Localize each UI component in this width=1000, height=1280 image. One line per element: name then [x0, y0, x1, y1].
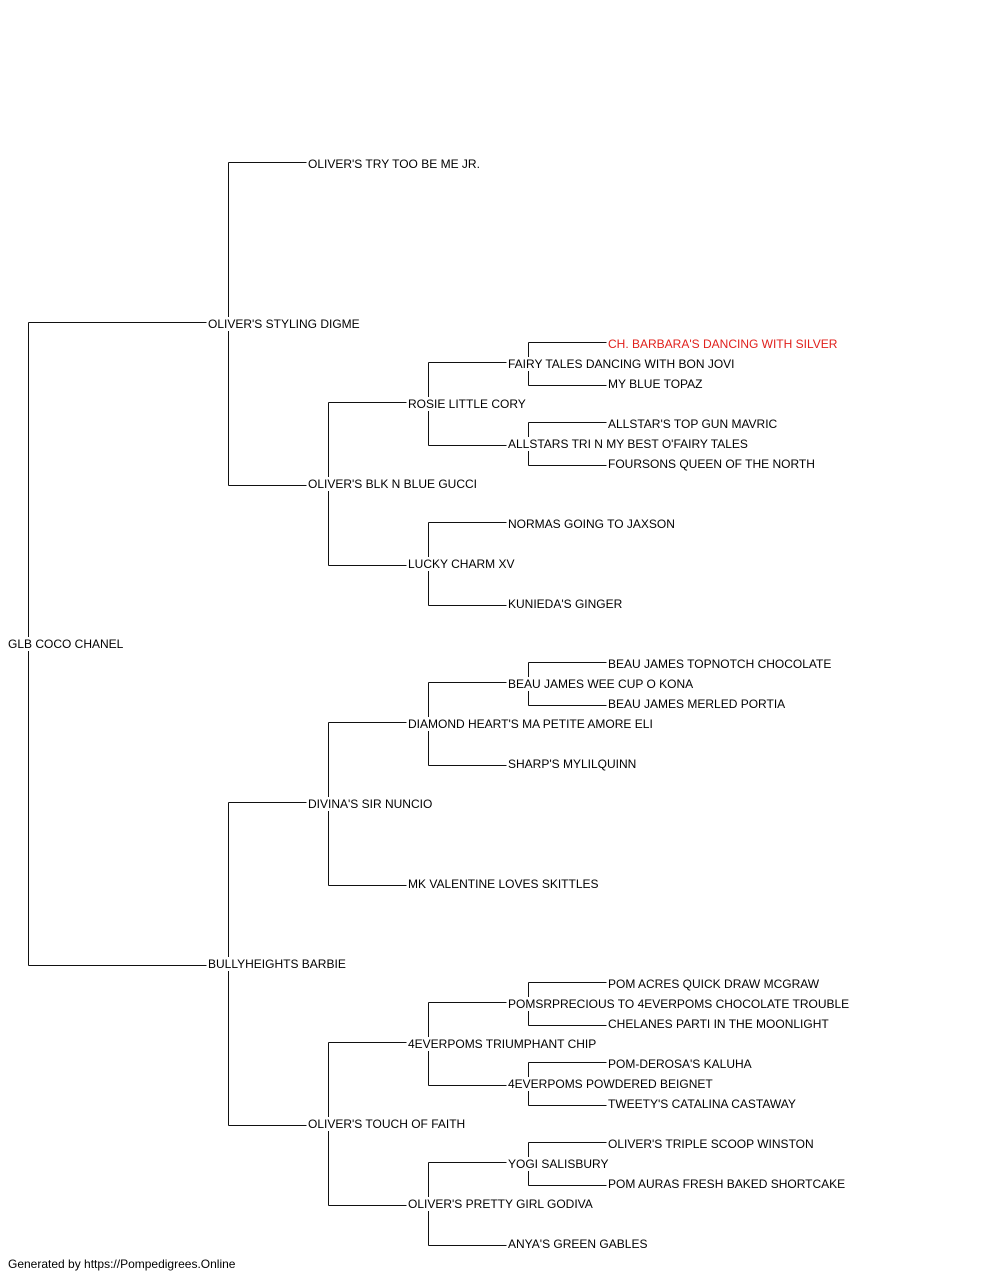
dam-sire-name: DIVINA'S SIR NUNCIO	[308, 797, 434, 811]
ancestor-name: BEAU JAMES WEE CUP O KONA	[508, 677, 695, 691]
highlighted-ancestor-name: CH. BARBARA'S DANCING WITH SILVER	[608, 337, 838, 351]
ancestor-name: NORMAS GOING TO JAXSON	[508, 517, 676, 531]
ancestor-name: POM ACRES QUICK DRAW MCGRAW	[608, 977, 821, 991]
dam-dam-dam-name: OLIVER'S PRETTY GIRL GODIVA	[408, 1197, 594, 1211]
dam-sire-sire-name: DIAMOND HEART'S MA PETITE AMORE ELI	[408, 717, 654, 731]
dam-name: BULLYHEIGHTS BARBIE	[208, 957, 347, 971]
ancestor-name: BEAU JAMES MERLED PORTIA	[608, 697, 787, 711]
subject-name: GLB COCO CHANEL	[8, 637, 125, 651]
ancestor-name: SHARP'S MYLILQUINN	[508, 757, 638, 771]
ancestor-name: FOURSONS QUEEN OF THE NORTH	[608, 457, 816, 471]
ancestor-name: FAIRY TALES DANCING WITH BON JOVI	[508, 357, 736, 371]
ancestor-name: POMSRPRECIOUS TO 4EVERPOMS CHOCOLATE TRO…	[508, 997, 851, 1011]
ancestor-name: MY BLUE TOPAZ	[608, 377, 704, 391]
sire-dam-sire-name: ROSIE LITTLE CORY	[408, 397, 527, 411]
dam-dam-sire-name: 4EVERPOMS TRIUMPHANT CHIP	[408, 1037, 598, 1051]
ancestor-name: YOGI SALISBURY	[508, 1157, 610, 1171]
ancestor-name: 4EVERPOMS POWDERED BEIGNET	[508, 1077, 714, 1091]
sire-sire-name: OLIVER'S TRY TOO BE ME JR.	[308, 157, 481, 171]
dam-sire-dam-name: MK VALENTINE LOVES SKITTLES	[408, 877, 600, 891]
ancestor-name: BEAU JAMES TOPNOTCH CHOCOLATE	[608, 657, 833, 671]
sire-dam-name: OLIVER'S BLK N BLUE GUCCI	[308, 477, 479, 491]
sire-dam-dam-name: LUCKY CHARM XV	[408, 557, 516, 571]
sire-name: OLIVER'S STYLING DIGME	[208, 317, 361, 331]
ancestor-name: POM AURAS FRESH BAKED SHORTCAKE	[608, 1177, 847, 1191]
ancestor-name: ALLSTAR'S TOP GUN MAVRIC	[608, 417, 779, 431]
ancestor-name: ANYA'S GREEN GABLES	[508, 1237, 649, 1251]
ancestor-name: TWEETY'S CATALINA CASTAWAY	[608, 1097, 797, 1111]
footer-credit: Generated by https://Pompedigrees.Online	[8, 1257, 236, 1271]
ancestor-name: CHELANES PARTI IN THE MOONLIGHT	[608, 1017, 830, 1031]
ancestor-name: ALLSTARS TRI N MY BEST O'FAIRY TALES	[508, 437, 749, 451]
dam-dam-name: OLIVER'S TOUCH OF FAITH	[308, 1117, 467, 1131]
ancestor-name: OLIVER'S TRIPLE SCOOP WINSTON	[608, 1137, 815, 1151]
ancestor-name: KUNIEDA'S GINGER	[508, 597, 624, 611]
ancestor-name: POM-DEROSA'S KALUHA	[608, 1057, 753, 1071]
